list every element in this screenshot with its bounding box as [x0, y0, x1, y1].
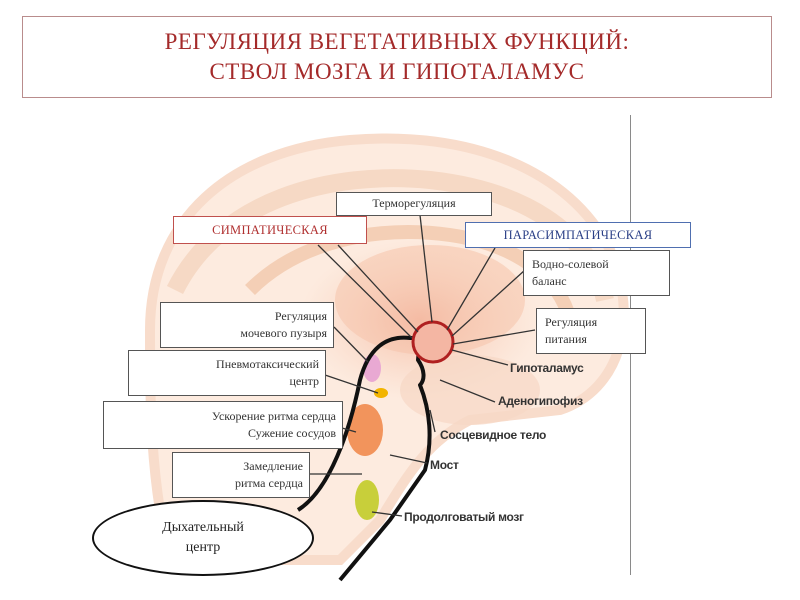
line-thermo: [419, 214, 433, 323]
cerebellum-region: [400, 355, 540, 425]
parasympathetic-label-box: ПАРАСИМПАТИЧЕСКАЯ: [465, 222, 691, 248]
line-hypothalamus: [451, 349, 509, 366]
sympathetic-label-box: СИМПАТИЧЕСКАЯ: [173, 216, 367, 244]
title-box: РЕГУЛЯЦИЯ ВЕГЕТАТИВНЫХ ФУНКЦИЙ: СТВОЛ МО…: [22, 16, 772, 98]
heart-slowing-line-2: ритма сердца: [235, 476, 303, 490]
hypothalamus-circle: [411, 320, 455, 364]
thermoregulation-label: Терморегуляция: [372, 196, 456, 210]
heart-acceleration-line-2: Сужение сосудов: [248, 426, 336, 440]
hypothalamus-label: Гипоталамус: [510, 361, 584, 375]
water-salt-box: Водно-солевой баланс: [523, 250, 670, 296]
medulla-label: Продолговатый мозг: [404, 510, 524, 524]
line-mammillary: [429, 409, 436, 433]
mammillary-body-label: Сосцевидное тело: [440, 428, 547, 442]
adenohypophysis-label: Аденогипофиз: [498, 394, 583, 408]
line-pneumotaxic: [324, 374, 379, 394]
line-water: [451, 269, 526, 337]
pneumotaxic-line-2: центр: [289, 374, 319, 388]
line-adeno: [439, 379, 496, 403]
parasympathetic-label: ПАРАСИМПАТИЧЕСКАЯ: [503, 227, 653, 242]
line-medulla: [371, 511, 403, 517]
medulla-region: [355, 480, 379, 520]
feeding-line-2: питания: [545, 332, 587, 346]
feeding-line-1: Регуляция: [545, 315, 598, 329]
line-heart-up: [341, 427, 357, 433]
heart-slowing-line-1: Замедление: [243, 459, 303, 473]
heart-slowing-box: Замедление ритма сердца: [172, 452, 310, 498]
pneumotaxic-line-1: Пневмотаксический: [216, 357, 319, 371]
sympathetic-label: СИМПАТИЧЕСКАЯ: [212, 222, 328, 237]
heart-acceleration-box: Ускорение ритма сердца Сужение сосудов: [103, 401, 343, 449]
respiratory-center-ellipse: Дыхательный центр: [92, 500, 314, 576]
respiratory-line-1: Дыхательный: [162, 520, 244, 535]
heart-acceleration-line-1: Ускорение ритма сердца: [211, 409, 336, 423]
respiratory-line-2: центр: [185, 540, 221, 555]
thermoregulation-box: Терморегуляция: [336, 192, 492, 216]
pons-region: [347, 404, 383, 456]
bladder-box: Регуляция мочевого пузыря: [160, 302, 334, 348]
line-para-a: [446, 247, 496, 331]
water-salt-line-2: баланс: [532, 274, 567, 288]
title-line-2: СТВОЛ МОЗГА И ГИПОТАЛАМУС: [209, 59, 585, 84]
line-sym-b: [317, 244, 413, 339]
bladder-line-2: мочевого пузыря: [240, 326, 327, 340]
line-pons: [389, 454, 428, 464]
pneumotaxic-box: Пневмотаксический центр: [128, 350, 326, 396]
pneumotaxic-region: [374, 388, 388, 398]
line-feeding: [452, 329, 536, 345]
line-sym-a: [337, 244, 419, 333]
water-salt-line-1: Водно-солевой: [532, 257, 609, 271]
line-bladder: [333, 326, 369, 363]
pons-label: Мост: [430, 458, 459, 472]
feeding-box: Регуляция питания: [536, 308, 646, 354]
bladder-line-1: Регуляция: [274, 309, 327, 323]
title-line-1: РЕГУЛЯЦИЯ ВЕГЕТАТИВНЫХ ФУНКЦИЙ:: [164, 29, 630, 54]
